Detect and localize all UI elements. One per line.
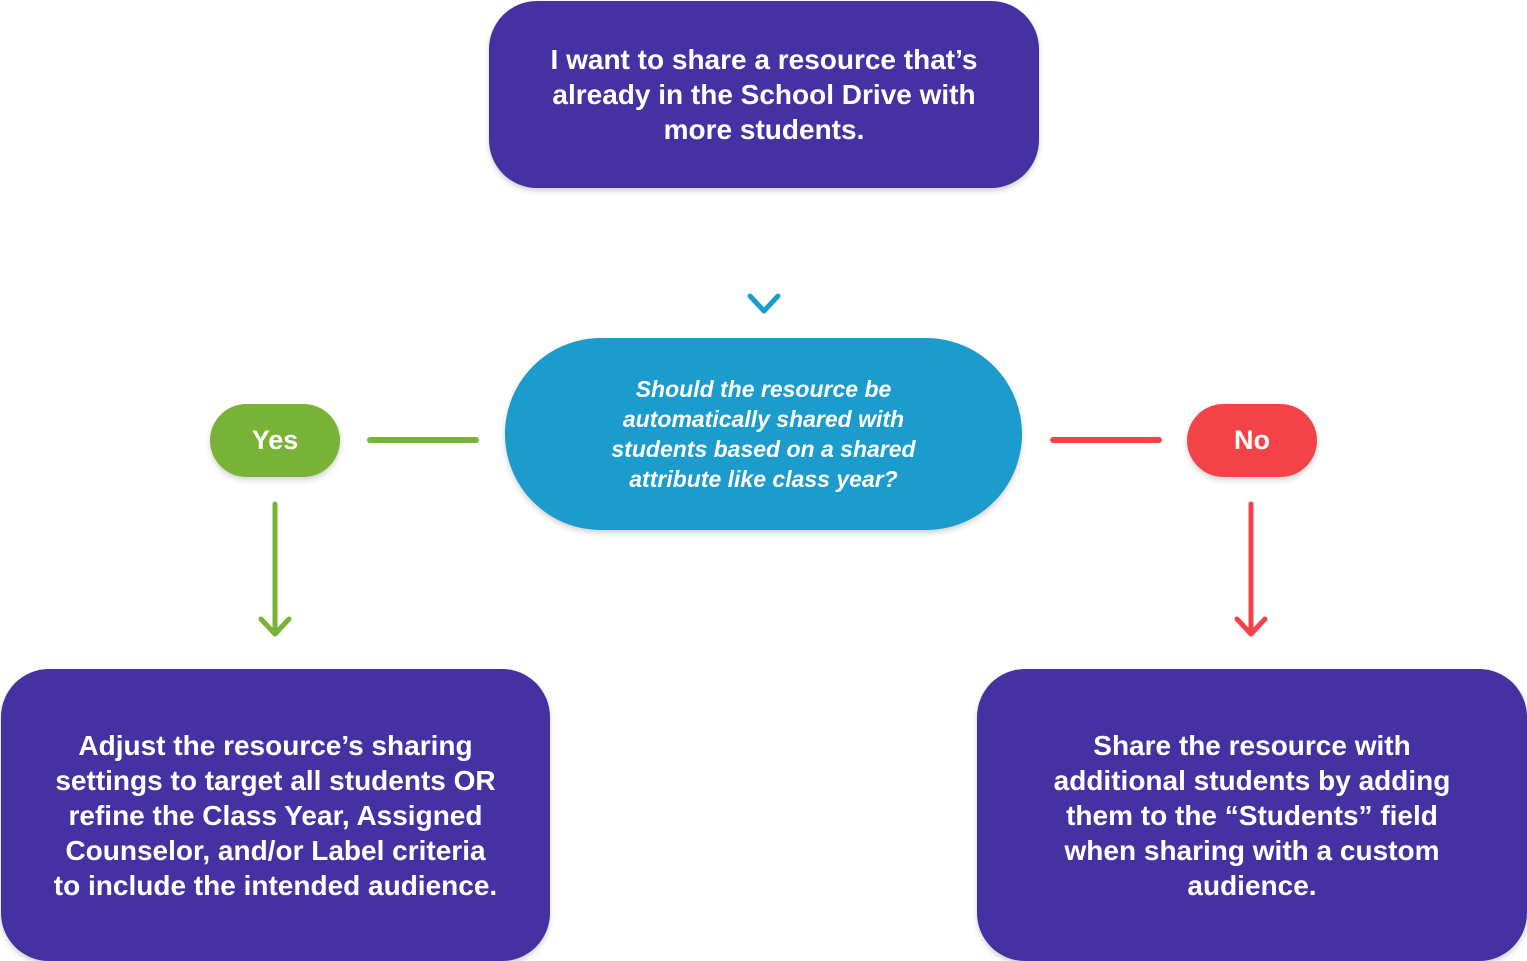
- yes-label: Yes: [251, 425, 299, 455]
- no-outcome-text: Share the resource with additional stude…: [1053, 729, 1451, 901]
- start-text: I want to share a resource that’s alread…: [550, 44, 978, 145]
- start-box: I want to share a resource that’s alread…: [489, 1, 1039, 188]
- yes-outcome-text: Adjust the resource’s sharing settings t…: [53, 729, 498, 901]
- yes-pill: Yes: [210, 404, 340, 477]
- decision-box: Should the resource be automatically sha…: [505, 338, 1022, 530]
- no-pill: No: [1187, 404, 1317, 477]
- no-outcome-box: Share the resource with additional stude…: [977, 669, 1527, 961]
- no-to-outcome-arrow: [1234, 501, 1268, 637]
- yes-to-outcome-arrow: [258, 501, 292, 637]
- start-to-decision-arrow: [747, 207, 781, 314]
- no-label: No: [1234, 425, 1270, 455]
- decision-text: Should the resource be automatically sha…: [611, 376, 916, 492]
- yes-outcome-box: Adjust the resource’s sharing settings t…: [1, 669, 550, 961]
